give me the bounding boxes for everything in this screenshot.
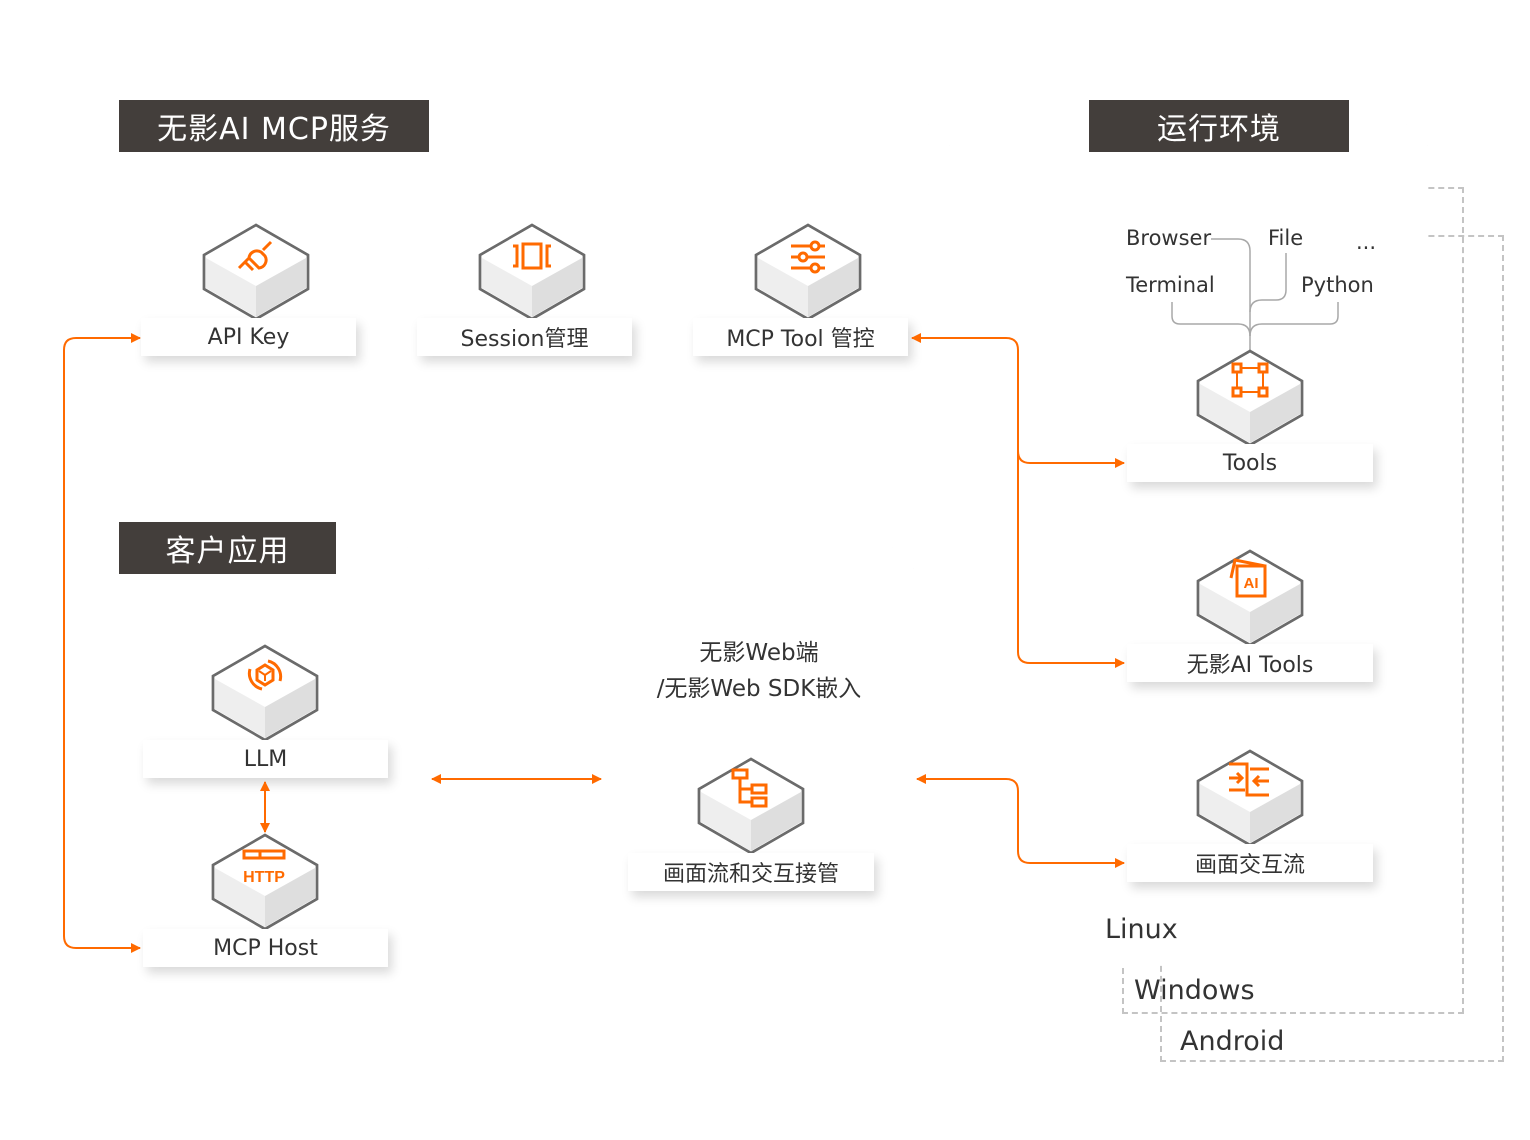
tree-icon [731, 768, 768, 808]
svg-text:AI: AI [1244, 575, 1259, 592]
llm-label[interactable]: LLM [143, 740, 388, 778]
mcp-tool-node[interactable] [753, 222, 863, 322]
takeover-label[interactable]: 画面流和交互接管 [628, 853, 874, 891]
sliders-icon [791, 240, 825, 274]
session-node[interactable] [477, 222, 587, 322]
mcp-service-title: 无影AI MCP服务 [119, 100, 429, 152]
session-label[interactable]: Session管理 [417, 318, 632, 356]
http-icon: HTTP [242, 849, 286, 886]
ai-icon: AI [1229, 558, 1267, 598]
session-icon [513, 242, 551, 270]
tools-label[interactable]: Tools [1127, 444, 1373, 482]
plug-icon [237, 240, 273, 272]
ai-tools-node[interactable]: AI [1195, 548, 1305, 648]
tool-type-terminal: Terminal [1126, 273, 1215, 297]
os-label-android: Android [1180, 1026, 1285, 1057]
client-app-title: 客户应用 [119, 522, 336, 574]
runtime-title: 运行环境 [1089, 100, 1349, 152]
nodes-icon [1231, 362, 1269, 398]
web-title-line2: /无影Web SDK嵌入 [656, 676, 862, 702]
takeover-node[interactable] [696, 756, 806, 856]
merge-arrows-icon [1229, 762, 1269, 797]
svg-text:HTTP: HTTP [243, 869, 285, 886]
tool-type-more: ... [1356, 230, 1377, 254]
tool-type-browser: Browser [1126, 226, 1212, 250]
tools-node[interactable] [1195, 348, 1305, 448]
tool-type-file: File [1268, 226, 1304, 250]
llm-node[interactable] [210, 643, 320, 743]
tool-type-python: Python [1301, 273, 1374, 297]
api-key-node[interactable] [201, 222, 311, 322]
mcp-tool-label[interactable]: MCP Tool 管控 [693, 318, 908, 356]
stream-label[interactable]: 画面交互流 [1127, 844, 1373, 882]
mcp-host-label[interactable]: MCP Host [143, 929, 388, 967]
os-label-windows: Windows [1134, 975, 1255, 1006]
os-label-linux: Linux [1105, 914, 1178, 945]
api-key-label[interactable]: API Key [141, 318, 356, 356]
ai-tools-label[interactable]: 无影AI Tools [1127, 644, 1373, 682]
mcp-host-node[interactable]: HTTP [210, 832, 320, 932]
stream-node[interactable] [1195, 748, 1305, 848]
model-cycle-icon [247, 659, 283, 691]
web-title-line1: 无影Web端 [699, 640, 819, 666]
